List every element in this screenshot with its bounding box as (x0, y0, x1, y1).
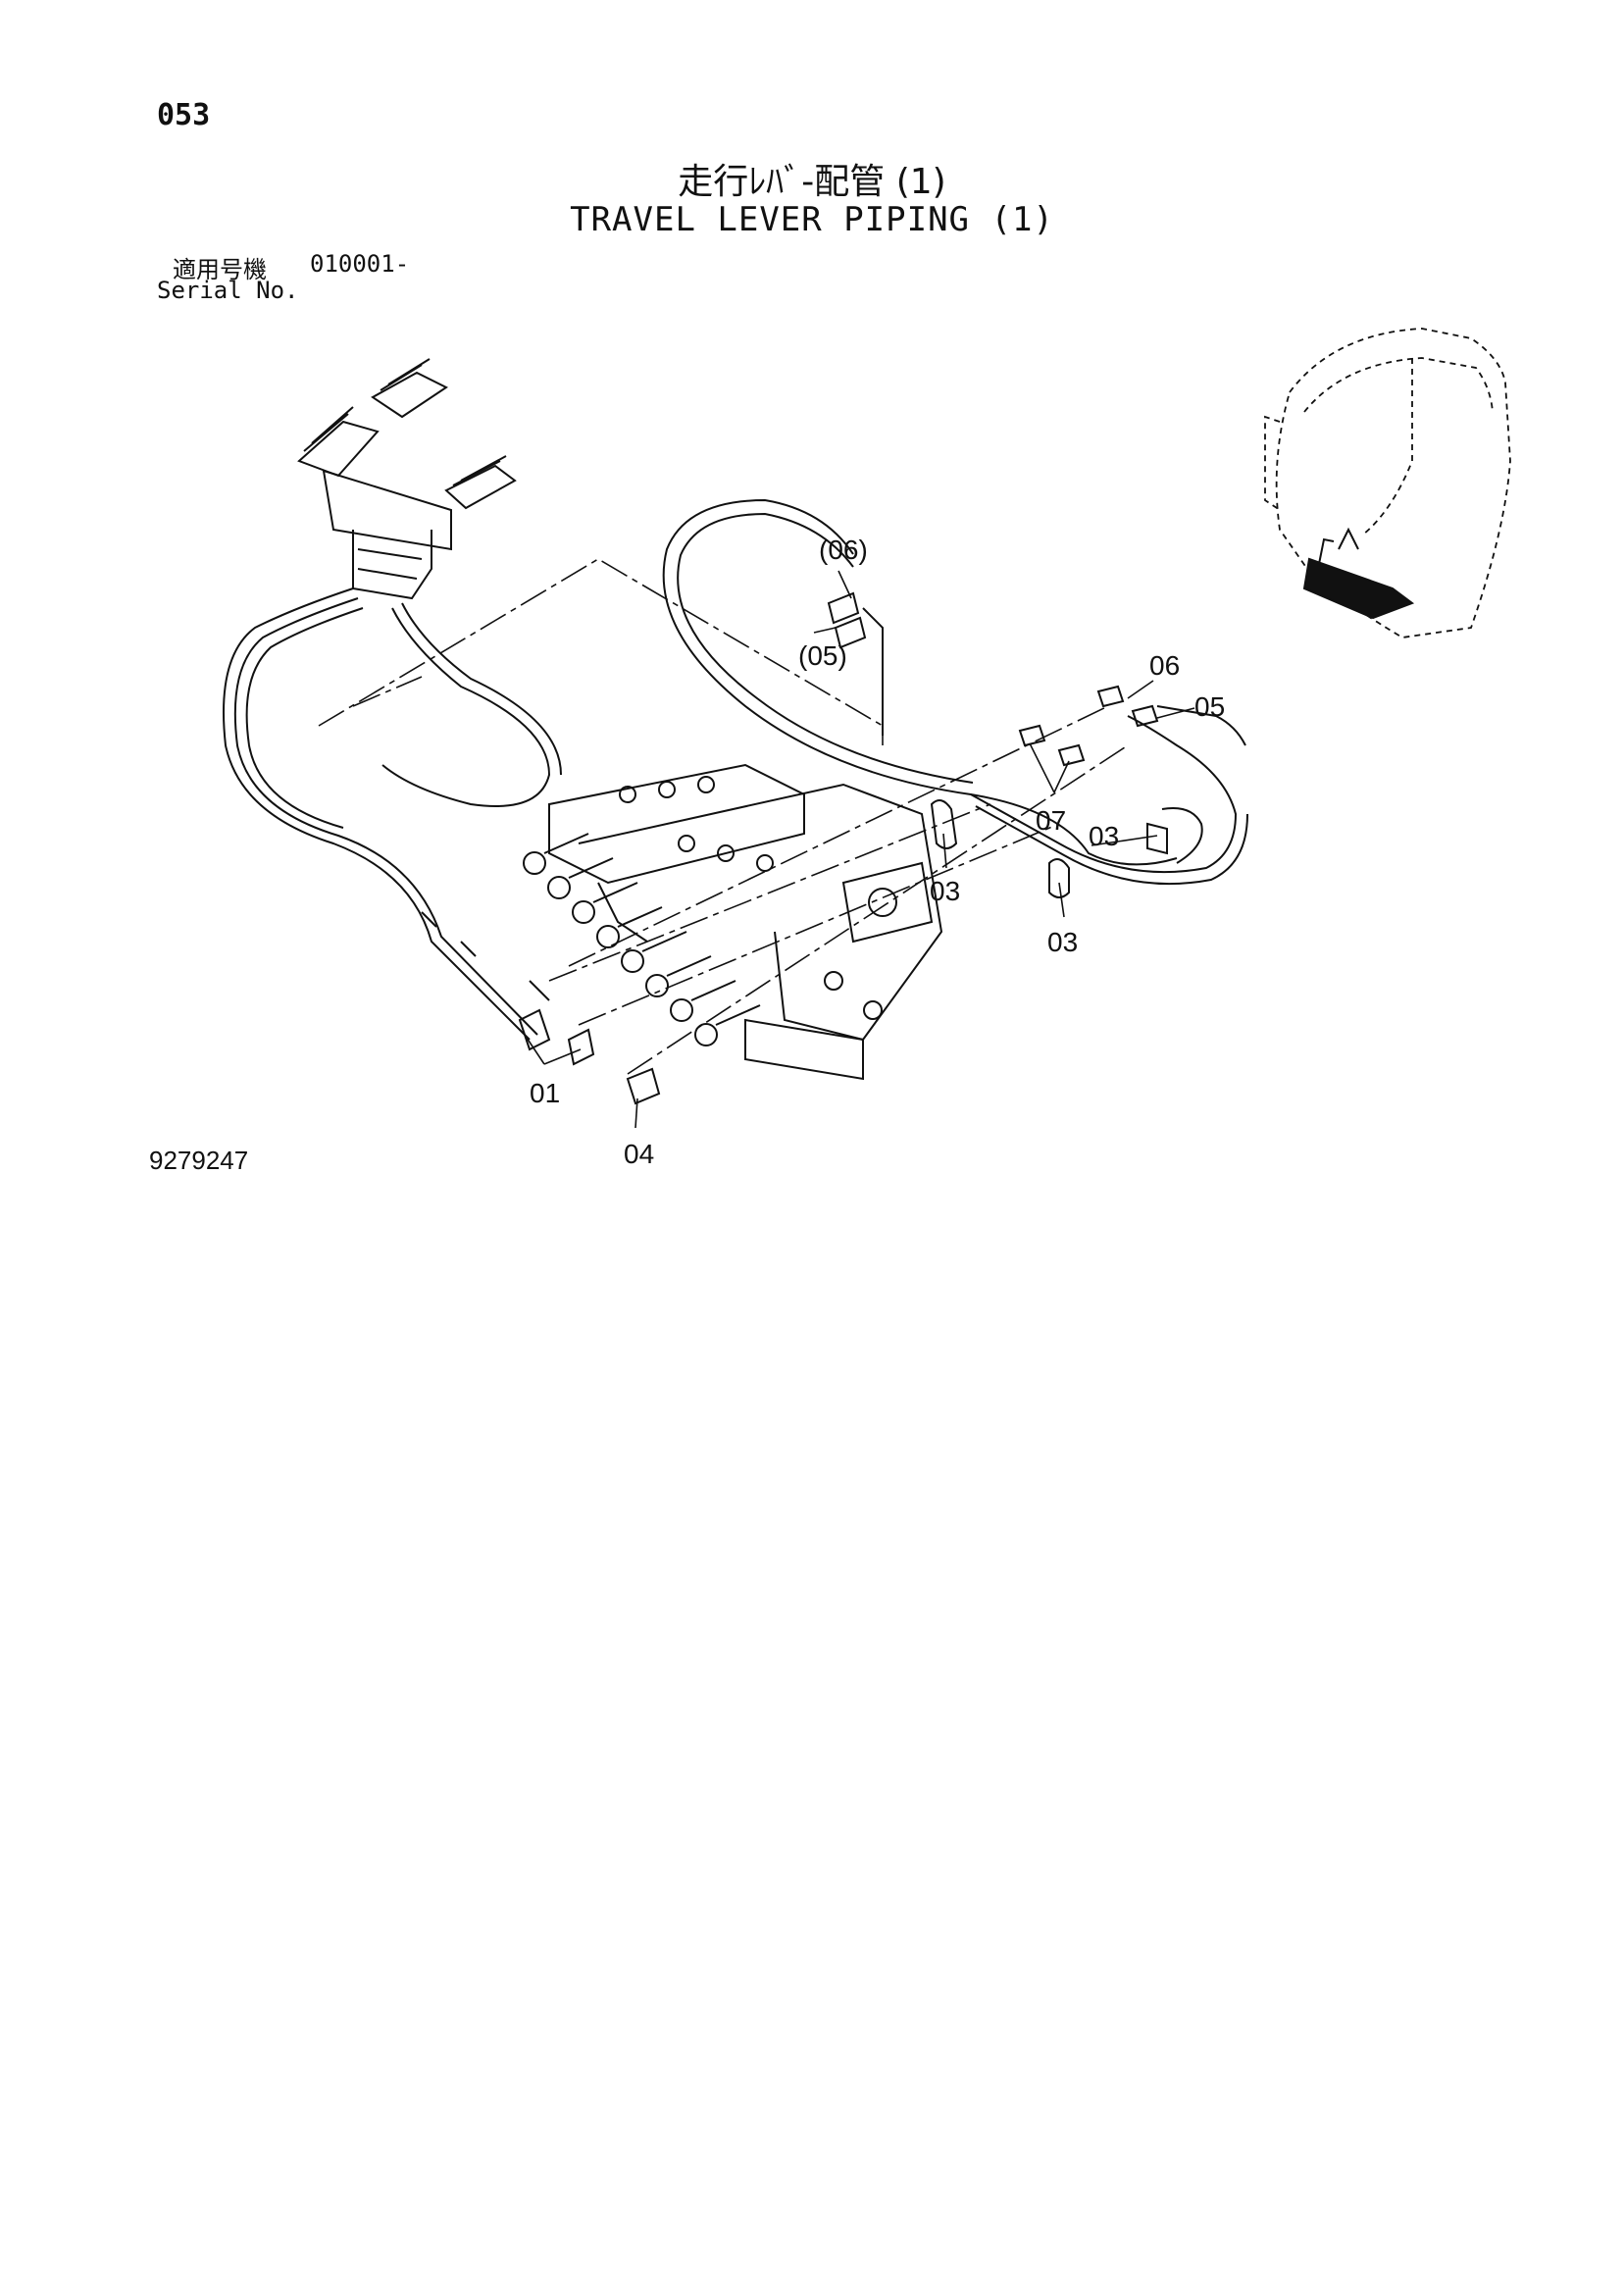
callout-04: 04 (624, 1139, 654, 1169)
serial-label-english: Serial No. (157, 277, 299, 304)
callout-05-paren: (05) (798, 640, 847, 671)
serial-value: 010001- (310, 250, 410, 278)
callout-07: 07 (1036, 805, 1066, 836)
title-japanese: 走行ﾚﾊﾞ-配管 (1) (678, 162, 946, 202)
fitting-07 (1018, 724, 1086, 767)
pilot-hoses-right (662, 498, 1248, 886)
fitting-05-06-upper (827, 591, 884, 736)
travel-pedals (297, 358, 517, 600)
callout-05: 05 (1194, 691, 1225, 722)
control-valve (523, 763, 943, 1081)
callout-03-lower: 03 (1047, 927, 1078, 957)
cab-outline (1264, 328, 1511, 638)
fitting-04 (626, 1067, 661, 1105)
leader-lines (524, 570, 1195, 1129)
callout-03-middle: 03 (930, 876, 960, 906)
callout-03-right: 03 (1089, 821, 1119, 851)
callout-01: 01 (530, 1078, 560, 1108)
drawing-number: 9279247 (149, 1146, 249, 1175)
cab-pedal-detail (1302, 527, 1415, 620)
routing-lines (318, 558, 1129, 1075)
spool-ends (523, 833, 761, 1046)
valve-ports (619, 776, 774, 872)
serial-label-japanese: 適用号機 (173, 256, 267, 283)
callout-06: 06 (1149, 650, 1180, 681)
fitting-05-06-right (1096, 685, 1246, 746)
clamp-03 (930, 799, 1168, 898)
pilot-hoses-left (223, 587, 562, 1041)
page-number: 053 (157, 98, 211, 132)
fitting-01 (518, 1008, 595, 1066)
callout-06-paren: (06) (819, 535, 868, 565)
title-english: TRAVEL LEVER PIPING (1) (570, 200, 1054, 239)
